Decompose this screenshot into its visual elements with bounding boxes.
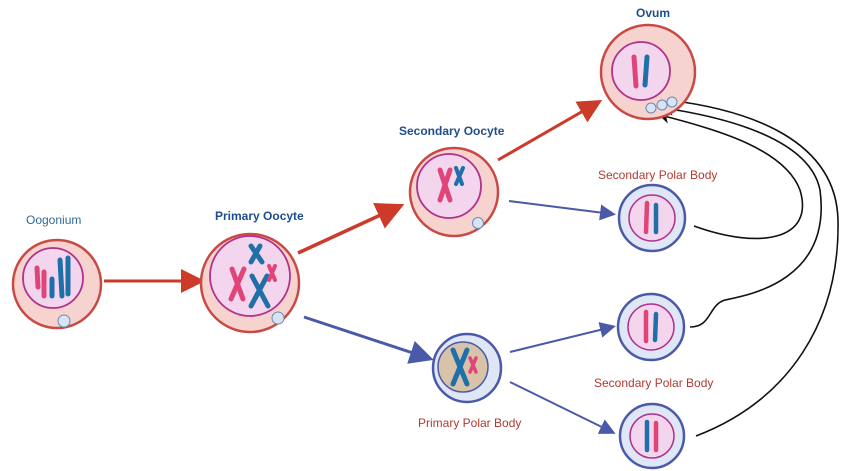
primary-oocyte-centrosome bbox=[272, 312, 284, 324]
arrow-primary-to-primary-polar bbox=[304, 317, 428, 358]
arrow-secondary-to-ovum bbox=[498, 103, 597, 160]
primary-polar-body-nucleus bbox=[438, 342, 488, 392]
secondary-polar-body-mid-cell bbox=[618, 294, 684, 360]
secondary-polar-body-top-cell bbox=[619, 185, 685, 251]
secondary-oocyte-nucleus bbox=[417, 154, 481, 218]
ovum-nucleus bbox=[612, 42, 670, 100]
secondary-oocyte-cell bbox=[410, 148, 498, 236]
arrow-primary-to-secondary bbox=[298, 207, 398, 253]
secondary-polar-body-top-label: Secondary Polar Body bbox=[598, 168, 717, 182]
arrow-secondary-to-polar-top bbox=[509, 201, 612, 214]
secondary-polar-body-bottom-cell bbox=[620, 404, 684, 468]
secondary-polar-body-bottom-nucleus bbox=[630, 414, 674, 458]
secondary-polar-body-top-nucleus bbox=[629, 195, 675, 241]
primary-oocyte-label: Primary Oocyte bbox=[215, 209, 304, 223]
secondary-polar-body-bottom-label: Secondary Polar Body bbox=[594, 376, 713, 390]
secondary-oocyte-label: Secondary Oocyte bbox=[399, 124, 504, 138]
oogonium-cell bbox=[13, 240, 101, 328]
secondary-polar-body-mid-nucleus bbox=[628, 304, 674, 350]
oogonium-label: Oogonium bbox=[26, 213, 81, 227]
primary-polar-body-label: Primary Polar Body bbox=[418, 416, 521, 430]
oogonium-centrosome bbox=[58, 315, 70, 327]
secondary-oocyte-centrosome bbox=[473, 218, 484, 229]
primary-oocyte-cell bbox=[201, 234, 299, 332]
ovum-cell bbox=[601, 25, 695, 119]
ovum-label: Ovum bbox=[636, 6, 670, 20]
primary-polar-body-cell bbox=[433, 334, 501, 402]
arrow-primary-polar-to-polar-mid bbox=[510, 327, 612, 352]
